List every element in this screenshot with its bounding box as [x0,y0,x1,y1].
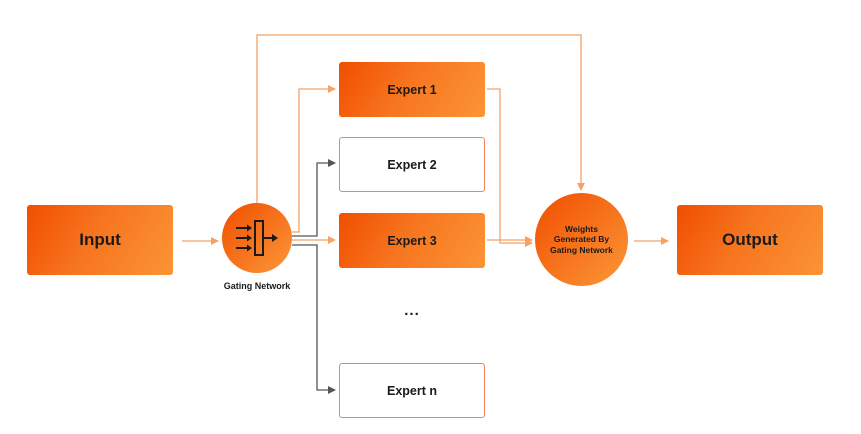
weights-label: Weights Generated By Gating Network [544,224,620,256]
input-label: Input [79,230,121,249]
gating-to-expert-1-arrow [292,85,336,233]
gating-to-expert-n-arrow [292,244,336,394]
gating-to-expert-2-arrow [292,159,336,237]
expert-1-box: Expert 1 [339,62,485,117]
weights-label-line-3: Gating Network [550,244,613,255]
output-box: Output [677,205,823,275]
experts-ellipsis: ... [404,302,420,319]
gating-network-node [222,203,292,273]
gating-switch-icon [236,220,278,256]
output-label: Output [722,230,778,249]
gating-to-weights-skip-arrow [256,34,585,203]
gating-network-label: Gating Network [223,281,291,291]
expert-1-to-weights-arrow [487,88,533,247]
expert-1-label: Expert 1 [387,82,437,97]
weights-label-line-2: Generated By [553,234,610,245]
expert-2-box: Expert 2 [339,137,485,192]
input-box: Input [27,205,173,275]
expert-n-label: Expert n [386,383,437,398]
expert-2-label: Expert 2 [387,157,437,172]
expert-n-box: Expert n [339,363,485,418]
expert-3-label: Expert 3 [387,233,437,248]
weights-label-line-1: Weights [565,223,598,234]
weights-node: Weights Generated By Gating Network [535,193,628,286]
expert-3-box: Expert 3 [339,213,485,268]
